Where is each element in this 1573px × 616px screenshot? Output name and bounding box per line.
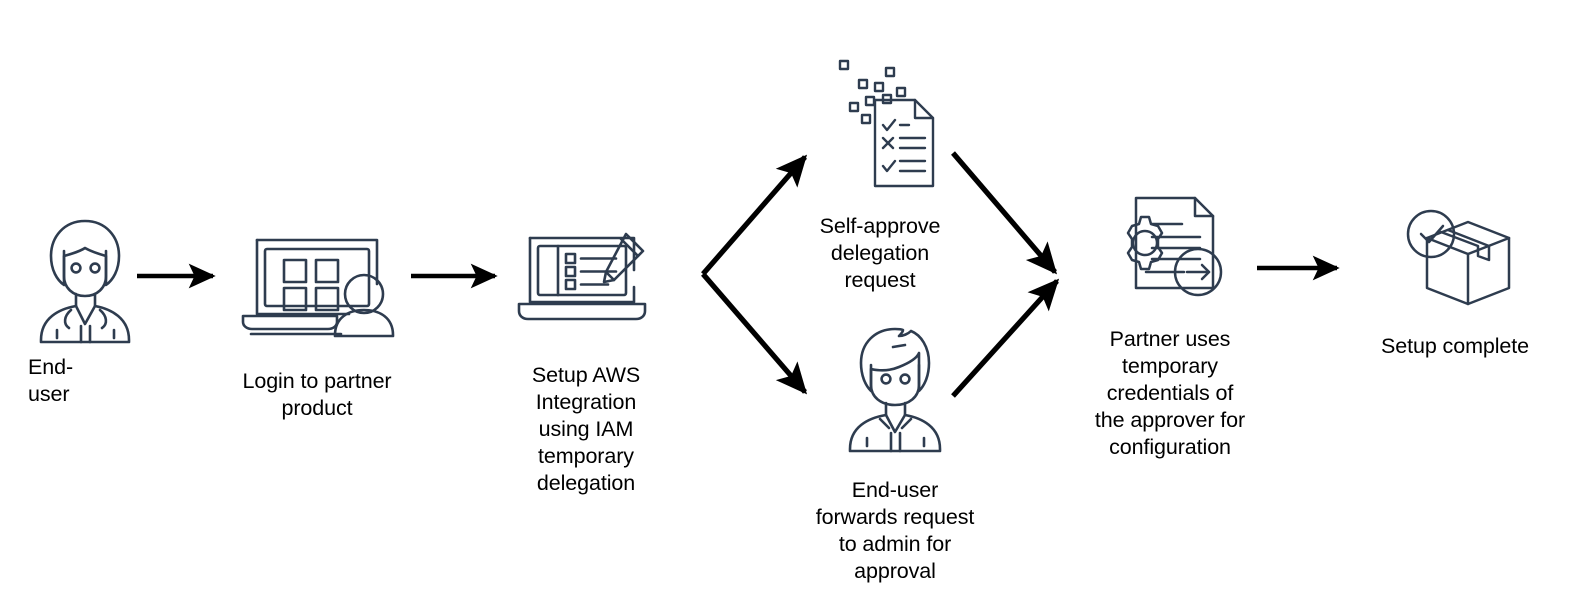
node-setup-aws-integration: Setup AWS Integration using IAM temporar… xyxy=(506,230,666,497)
document-checklist-sparkles-icon xyxy=(823,58,938,193)
document-gear-arrow-icon xyxy=(1110,192,1230,304)
node-label-end-user: End- user xyxy=(28,355,74,406)
node-label-partner-uses-credentials: Partner uses temporary credentials of th… xyxy=(1094,327,1246,459)
person-admin-icon xyxy=(839,325,951,455)
node-partner-uses-credentials: Partner uses temporary credentials of th… xyxy=(1095,192,1245,461)
node-setup-complete: Setup complete xyxy=(1380,205,1530,360)
node-label-setup-aws-integration: Setup AWS Integration using IAM temporar… xyxy=(531,363,641,495)
person-user-icon xyxy=(31,218,139,344)
node-label-forward-to-admin: End-user forwards request to admin for a… xyxy=(815,478,975,583)
box-check-icon xyxy=(1396,205,1514,306)
node-forward-to-admin: End-user forwards request to admin for a… xyxy=(816,325,974,585)
node-self-approve-delegation: Self-approve delegation request xyxy=(800,58,960,294)
laptop-dashboard-user-icon xyxy=(237,230,397,338)
node-login-partner-product: Login to partner product xyxy=(222,230,412,422)
node-label-setup-complete: Setup complete xyxy=(1381,334,1529,358)
node-label-login-partner-product: Login to partner product xyxy=(242,369,392,420)
node-end-user: End- user xyxy=(20,218,150,408)
node-label-self-approve-delegation: Self-approve delegation request xyxy=(819,214,941,292)
laptop-checklist-pencil-icon xyxy=(516,230,656,330)
